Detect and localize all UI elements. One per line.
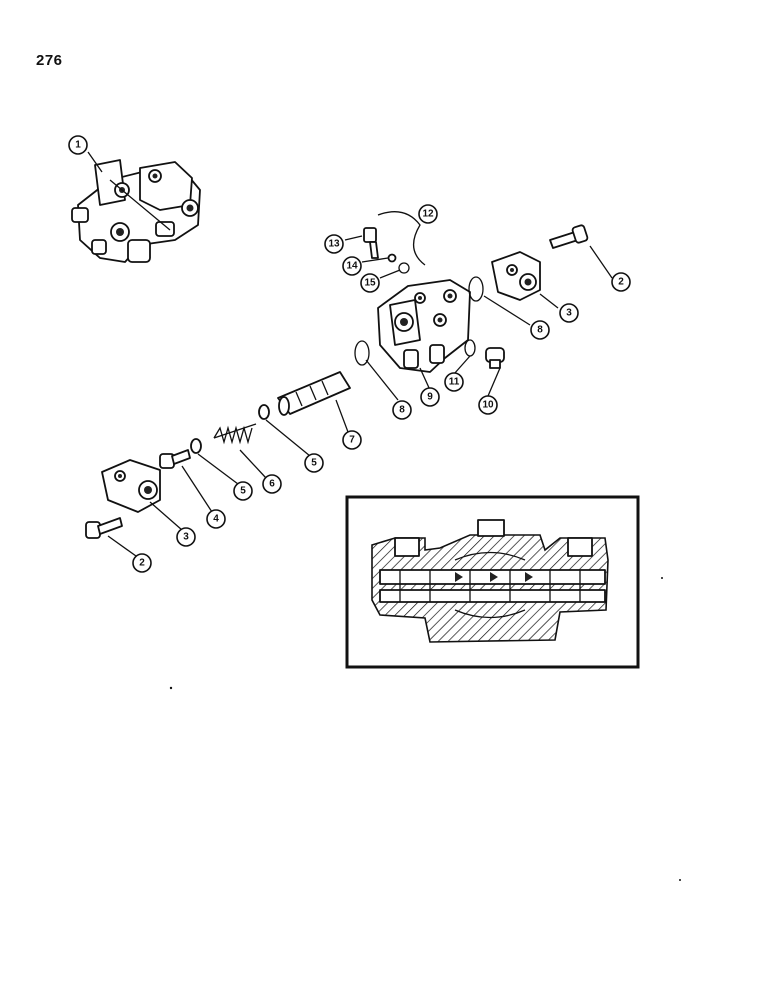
callout-4: 4 — [206, 509, 226, 529]
o-ring-left — [354, 340, 370, 366]
svg-text:6: 6 — [269, 479, 275, 490]
callout-2-upper: 2 — [611, 272, 631, 292]
svg-text:3: 3 — [566, 308, 572, 319]
svg-text:14: 14 — [346, 261, 358, 272]
plug-and-ball — [363, 227, 410, 274]
svg-text:2: 2 — [618, 277, 624, 288]
callout-2-lower: 2 — [132, 553, 152, 573]
valve-body — [377, 279, 471, 373]
o-ring-small — [464, 339, 476, 357]
svg-text:12: 12 — [422, 209, 434, 220]
svg-text:7: 7 — [349, 435, 355, 446]
spring — [213, 423, 257, 445]
callout-12: 12 — [418, 204, 438, 224]
svg-text:4: 4 — [213, 514, 219, 525]
callout-13: 13 — [324, 234, 344, 254]
callout-15: 15 — [360, 273, 380, 293]
callout-5-left: 5 — [233, 481, 253, 501]
spool — [277, 371, 351, 416]
callout-1: 1 — [68, 135, 88, 155]
callout-9: 9 — [420, 387, 440, 407]
svg-text:9: 9 — [427, 392, 433, 403]
retainer-bolt — [159, 449, 191, 469]
svg-text:8: 8 — [537, 325, 543, 336]
callout-3-lower: 3 — [176, 527, 196, 547]
bolt-lower — [85, 517, 123, 539]
o-ring-right — [468, 276, 484, 302]
svg-text:3: 3 — [183, 532, 189, 543]
svg-text:11: 11 — [449, 377, 460, 388]
end-cap-upper — [491, 251, 541, 301]
plug — [485, 347, 505, 369]
svg-text:15: 15 — [364, 278, 376, 289]
callout-10: 10 — [478, 395, 498, 415]
assembled-valve — [71, 159, 201, 263]
svg-text:5: 5 — [311, 458, 317, 469]
callout-5-right: 5 — [304, 453, 324, 473]
page-number: 276 — [36, 52, 63, 69]
callout-6: 6 — [262, 474, 282, 494]
svg-text:8: 8 — [399, 405, 405, 416]
cross-section-inset — [345, 495, 640, 669]
svg-text:10: 10 — [482, 400, 494, 411]
svg-text:2: 2 — [139, 558, 145, 569]
washer-right — [258, 404, 270, 420]
callout-8-lower: 8 — [392, 400, 412, 420]
washer-left — [190, 438, 202, 454]
callout-8-upper: 8 — [530, 320, 550, 340]
callout-11: 11 — [444, 372, 464, 392]
bracket-12-leader — [377, 211, 426, 266]
svg-text:1: 1 — [75, 140, 81, 151]
callout-14: 14 — [342, 256, 362, 276]
svg-text:13: 13 — [328, 239, 340, 250]
callout-3-upper: 3 — [559, 303, 579, 323]
bolt-upper — [549, 224, 589, 249]
leader-lines — [87, 151, 613, 557]
svg-text:5: 5 — [240, 486, 246, 497]
callout-7: 7 — [342, 430, 362, 450]
end-cap-lower — [101, 459, 161, 513]
